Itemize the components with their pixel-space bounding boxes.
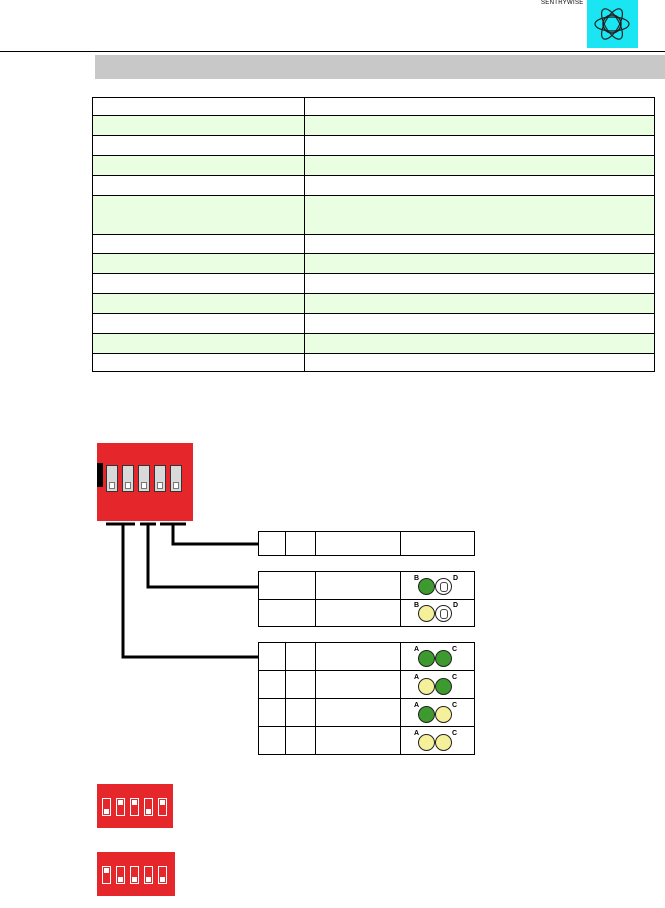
dip-switch-5 (170, 465, 182, 492)
dip-switch-example-1 (97, 784, 173, 828)
dip-switch-1 (102, 798, 111, 816)
led-label-d: D (453, 602, 459, 609)
table-row (92, 135, 655, 156)
led-label-c: C (452, 702, 458, 709)
brand-wordmark: SENTRYWISE (541, 0, 584, 6)
led-green-icon (435, 678, 452, 695)
led-label-b: B (414, 575, 420, 582)
dip-switch-2 (122, 465, 134, 492)
header-rule (0, 51, 665, 52)
led-label-a: A (414, 730, 420, 737)
dip-switch-4 (144, 866, 153, 884)
dip-switch-2 (116, 798, 125, 816)
led-pair-box (258, 571, 475, 627)
dip-switch-3 (130, 798, 139, 816)
led-label-a: A (414, 674, 420, 681)
dip-switch-2 (116, 866, 125, 884)
led-yellow-icon (435, 734, 452, 751)
atom-icon (594, 8, 630, 40)
section-band (95, 55, 665, 79)
led-off-icon (435, 578, 452, 595)
mode-box (258, 531, 475, 556)
table-row (92, 313, 655, 334)
dip-switch-1 (102, 866, 111, 884)
led-green-icon (418, 650, 435, 667)
dip-switch-4 (154, 465, 166, 492)
table-row (92, 115, 655, 136)
dip-switch-3 (130, 866, 139, 884)
dip-switch-tab (97, 463, 103, 487)
dip-switch-example-2 (97, 852, 175, 896)
led-yellow-icon (418, 678, 435, 695)
led-label-a: A (414, 702, 420, 709)
logo (587, 0, 638, 48)
dip-switch-4 (144, 798, 153, 816)
dip-switch-3 (138, 465, 150, 492)
table-row (92, 293, 655, 314)
led-label-c: C (452, 646, 458, 653)
dip-switch-diagram (97, 443, 193, 521)
led-label-c: C (452, 674, 458, 681)
dip-switch-1 (106, 465, 118, 492)
led-label-d: D (453, 575, 459, 582)
led-green-icon (418, 706, 435, 723)
table-row (92, 155, 655, 176)
led-green-icon (418, 578, 435, 595)
led-yellow-icon (418, 605, 435, 622)
led-label-b: B (414, 602, 420, 609)
spec-table (92, 97, 655, 372)
table-row (92, 195, 655, 235)
led-off-icon (435, 605, 452, 622)
table-row (92, 253, 655, 274)
led-label-a: A (414, 646, 420, 653)
dip-switch-5 (158, 798, 167, 816)
led-quad-box (258, 642, 475, 755)
dip-switch-5 (158, 866, 167, 884)
led-yellow-icon (418, 734, 435, 751)
led-green-icon (435, 650, 452, 667)
table-row (92, 353, 655, 372)
led-yellow-icon (435, 706, 452, 723)
led-label-c: C (452, 730, 458, 737)
